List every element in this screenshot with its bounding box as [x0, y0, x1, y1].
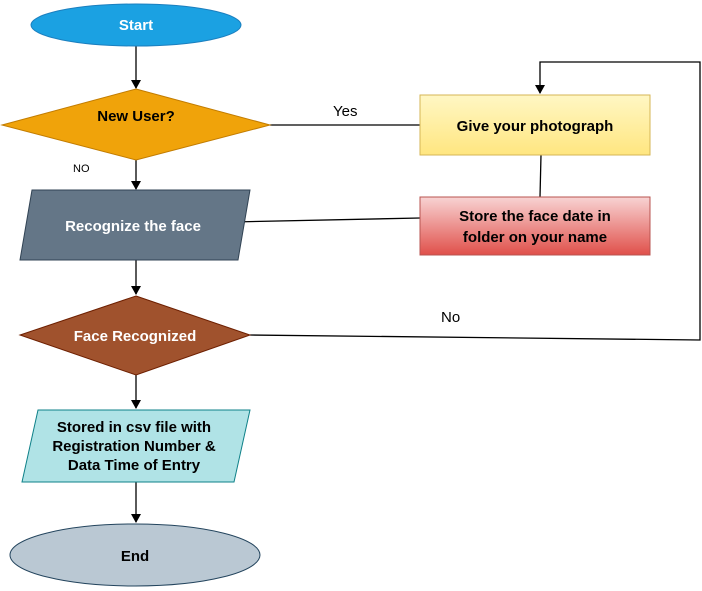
face-recognized-decision: Face Recognized	[18, 295, 252, 376]
end-node: End	[9, 523, 261, 587]
edge-facerecognized-loop-to-photo	[249, 61, 701, 341]
stored-csv-node: Stored in csv file with Registration Num…	[21, 409, 251, 483]
give-photograph-node: Give your photograph	[419, 94, 651, 156]
start-label: Start	[119, 17, 153, 34]
edge-store-to-recognize	[231, 216, 421, 227]
start-node: Start	[30, 3, 242, 47]
store-face-label-line1: Store the face date in	[459, 208, 611, 225]
edge-photo-to-store	[539, 154, 542, 198]
edge-label-yes: Yes	[333, 103, 357, 120]
new-user-decision: New User?	[0, 88, 272, 161]
connectors	[131, 45, 701, 523]
edge-label-no-lower: NO	[73, 163, 90, 175]
store-face-node: Store the face date in folder on your na…	[419, 196, 651, 256]
stored-csv-label-line1: Stored in csv file with	[57, 419, 211, 436]
store-face-label-line2: folder on your name	[463, 229, 607, 246]
stored-csv-label-line3: Data Time of Entry	[68, 457, 201, 474]
new-user-label: New User?	[97, 108, 175, 125]
face-recognized-label: Face Recognized	[74, 328, 197, 345]
edge-label-no-loop: No	[441, 309, 460, 326]
end-label: End	[121, 548, 149, 565]
stored-csv-label-line2: Registration Number &	[52, 438, 216, 455]
recognize-face-node: Recognize the face	[19, 189, 251, 261]
recognize-face-label: Recognize the face	[65, 218, 201, 235]
give-photograph-label: Give your photograph	[457, 118, 614, 135]
